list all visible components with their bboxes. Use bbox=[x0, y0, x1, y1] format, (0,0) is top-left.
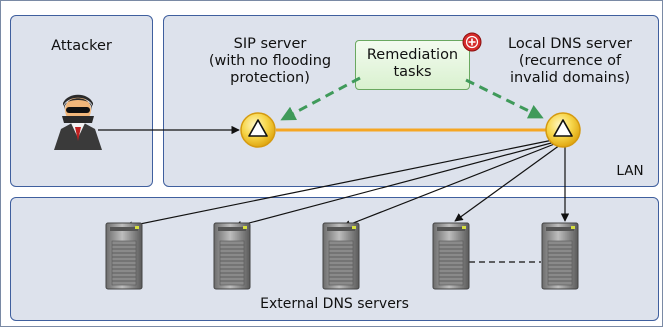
external-dns-server-2 bbox=[213, 222, 251, 290]
external-dns-label: External DNS servers bbox=[260, 296, 409, 312]
external-dns-server-3 bbox=[322, 222, 360, 290]
server-tower-icon bbox=[105, 222, 143, 290]
sip-server-label-line1: SIP server bbox=[233, 36, 307, 52]
triangle-node-icon bbox=[553, 119, 573, 137]
remediation-box bbox=[355, 40, 470, 90]
local-dns-label: Local DNS server (recurrence of invalid … bbox=[485, 36, 655, 87]
server-tower-icon bbox=[541, 222, 579, 290]
server-tower-icon bbox=[213, 222, 251, 290]
server-tower-icon bbox=[322, 222, 360, 290]
sip-server-node bbox=[240, 112, 276, 148]
external-dns-server-5 bbox=[541, 222, 579, 290]
hacker-icon bbox=[54, 94, 102, 150]
attacker-label: Attacker bbox=[51, 38, 112, 54]
dns-query-arrow-3 bbox=[342, 142, 558, 229]
remediation-label: Remediation tasks bbox=[355, 47, 470, 81]
remediation-to-sip-arrow bbox=[280, 76, 361, 121]
sip-server-label-line2: (with no flooding bbox=[208, 53, 332, 69]
dns-query-arrow-2 bbox=[233, 141, 556, 230]
sip-server-label-line3: protection) bbox=[230, 70, 310, 86]
triangle-node-icon bbox=[248, 119, 268, 137]
dns-query-arrow-1 bbox=[124, 139, 554, 230]
remediation-label-line1: Remediation bbox=[366, 47, 459, 63]
dns-query-arrow-4 bbox=[454, 144, 561, 222]
sip-server-label: SIP server (with no flooding protection) bbox=[205, 36, 335, 87]
lan-label: LAN bbox=[616, 163, 644, 179]
server-tower-icon bbox=[432, 222, 470, 290]
local-dns-label-line1: Local DNS server bbox=[508, 36, 632, 52]
plus-badge-icon bbox=[462, 32, 482, 52]
local-dns-node bbox=[545, 112, 581, 148]
local-dns-label-line3: invalid domains) bbox=[509, 70, 631, 86]
remediation-label-line2: tasks bbox=[393, 64, 432, 80]
remediation-to-dns-arrow bbox=[465, 78, 544, 119]
attacker-zone bbox=[10, 15, 153, 187]
external-dns-server-4 bbox=[432, 222, 470, 290]
external-dns-server-1 bbox=[105, 222, 143, 290]
local-dns-label-line2: (recurrence of bbox=[518, 53, 622, 69]
